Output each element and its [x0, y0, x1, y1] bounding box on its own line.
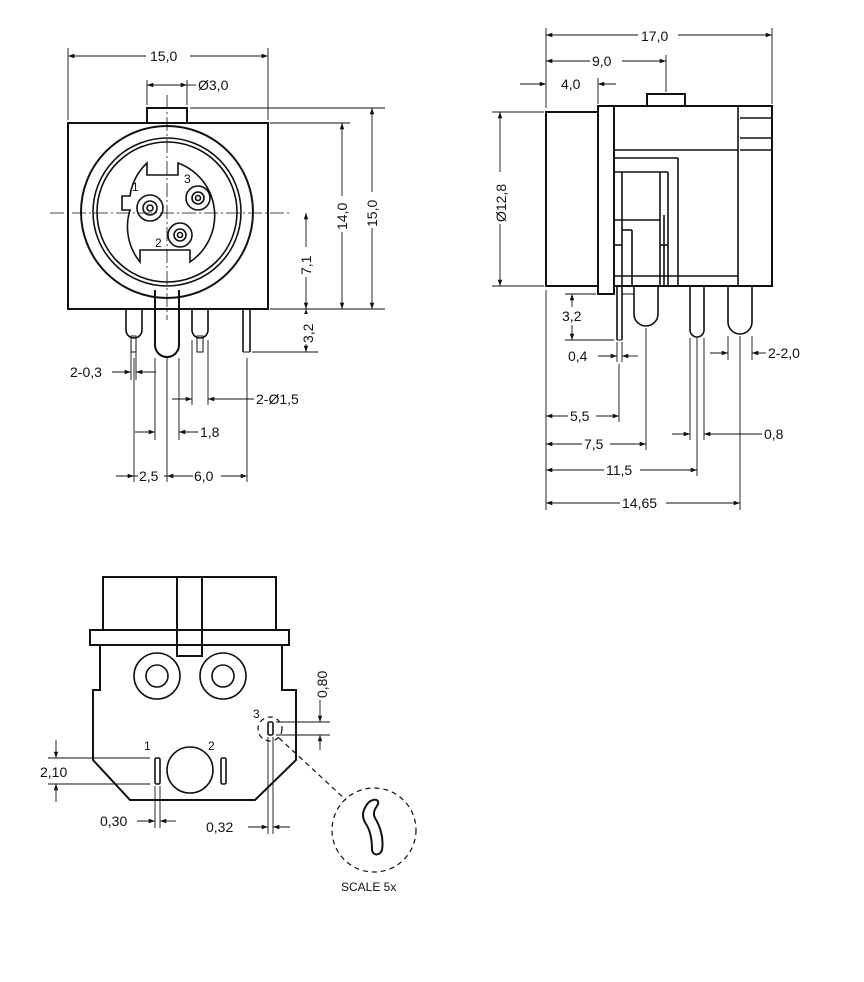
front-dim-spacing-right: 6,0	[194, 468, 214, 484]
side-dim-a: 5,5	[570, 408, 590, 424]
bottom-dim-tab: 0,80	[314, 671, 330, 698]
detail-scale-label: SCALE 5x	[341, 880, 396, 894]
bottom-view: 1 2 3 0,80 2,10 0,30 0,32 SCALE 5x	[40, 576, 417, 894]
side-dim-e: 0,8	[764, 426, 784, 442]
side-dim-pin-thickness: 0,4	[568, 348, 588, 364]
front-dim-pin-offset: 1,8	[200, 424, 220, 440]
side-dim-four: 4,0	[561, 76, 581, 92]
front-dim-pin-thickness: 2-0,3	[70, 364, 102, 380]
side-dim-b: 7,5	[584, 436, 604, 452]
front-dim-pin-diameter: 2-Ø1,5	[256, 391, 299, 407]
front-dim-center: 7,1	[298, 255, 314, 275]
front-dim-total-height: 15,0	[364, 200, 380, 227]
bottom-dim-slot-right: 0,32	[206, 819, 233, 835]
front-pin-1-label: 1	[132, 180, 139, 194]
front-pin-3-label: 3	[184, 172, 191, 186]
detail-contact-shape	[362, 798, 384, 856]
bottom-pin-3-label: 3	[253, 707, 260, 721]
side-dim-diameter: Ø12,8	[493, 184, 509, 222]
side-dim-total: 17,0	[641, 28, 668, 44]
side-dim-c: 11,5	[606, 462, 632, 478]
side-dim-nine: 9,0	[592, 53, 612, 69]
side-dim-pin-width: 2-2,0	[768, 345, 800, 361]
front-dim-width: 15,0	[150, 48, 177, 64]
front-dim-body-height: 14,0	[334, 203, 350, 230]
front-dim-hole: Ø3,0	[198, 77, 229, 93]
front-dim-pin-length: 3,2	[300, 323, 316, 343]
front-view: 1 3 2 15,0 Ø3,0 14,0	[50, 46, 385, 484]
side-dim-pin-length: 3,2	[562, 308, 582, 324]
front-pin-2-label: 2	[155, 236, 162, 250]
side-dim-d: 14,65	[622, 495, 657, 511]
bottom-pin-1-label: 1	[144, 739, 151, 753]
bottom-dim-height: 2,10	[40, 764, 67, 780]
bottom-dim-slot-left: 0,30	[100, 813, 127, 829]
front-dim-spacing-left: 2,5	[139, 468, 159, 484]
bottom-pin-2-label: 2	[208, 739, 215, 753]
side-view: 17,0 9,0 4,0 Ø12,8 3,2 0,4 2-2,0	[492, 26, 800, 511]
